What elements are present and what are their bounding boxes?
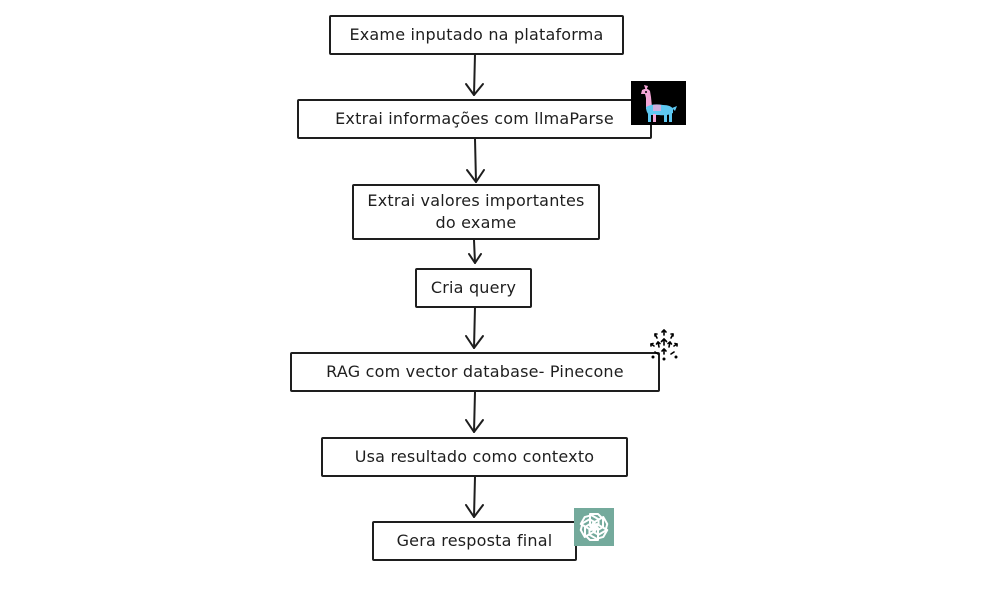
step-box-6: Usa resultado como contexto xyxy=(321,437,628,477)
step-box-1: Exame inputado na plataforma xyxy=(329,15,624,55)
step-box-4: Cria query xyxy=(415,268,532,308)
edge-step-3-to-step-4 xyxy=(468,239,482,264)
step-box-5: RAG com vector database- Pinecone xyxy=(290,352,660,392)
step-label: Extrai informações com llmaParse xyxy=(335,109,614,128)
step-box-7: Gera resposta final xyxy=(372,521,577,561)
step-box-2: Extrai informações com llmaParse xyxy=(297,99,652,139)
edge-step-6-to-step-7 xyxy=(465,476,484,518)
step-label: Cria query xyxy=(430,278,517,297)
edge-step-4-to-step-5 xyxy=(465,306,484,349)
step-label: Gera resposta final xyxy=(396,531,553,550)
edge-step-1-to-step-2 xyxy=(465,53,484,96)
edge-step-2-to-step-3 xyxy=(466,138,485,183)
step-label: Usa resultado como contexto xyxy=(354,447,595,466)
llama-logo-icon xyxy=(631,81,686,125)
pinecone-logo-icon xyxy=(650,329,678,361)
step-box-3: Extrai valores importantes do exame xyxy=(352,184,600,240)
step-label: RAG com vector database- Pinecone xyxy=(326,362,624,381)
edge-step-5-to-step-6 xyxy=(465,391,484,433)
step-label: Exame inputado na plataforma xyxy=(349,25,604,44)
openai-logo-icon xyxy=(574,508,614,546)
step-label: Extrai valores importantes do exame xyxy=(367,191,585,232)
